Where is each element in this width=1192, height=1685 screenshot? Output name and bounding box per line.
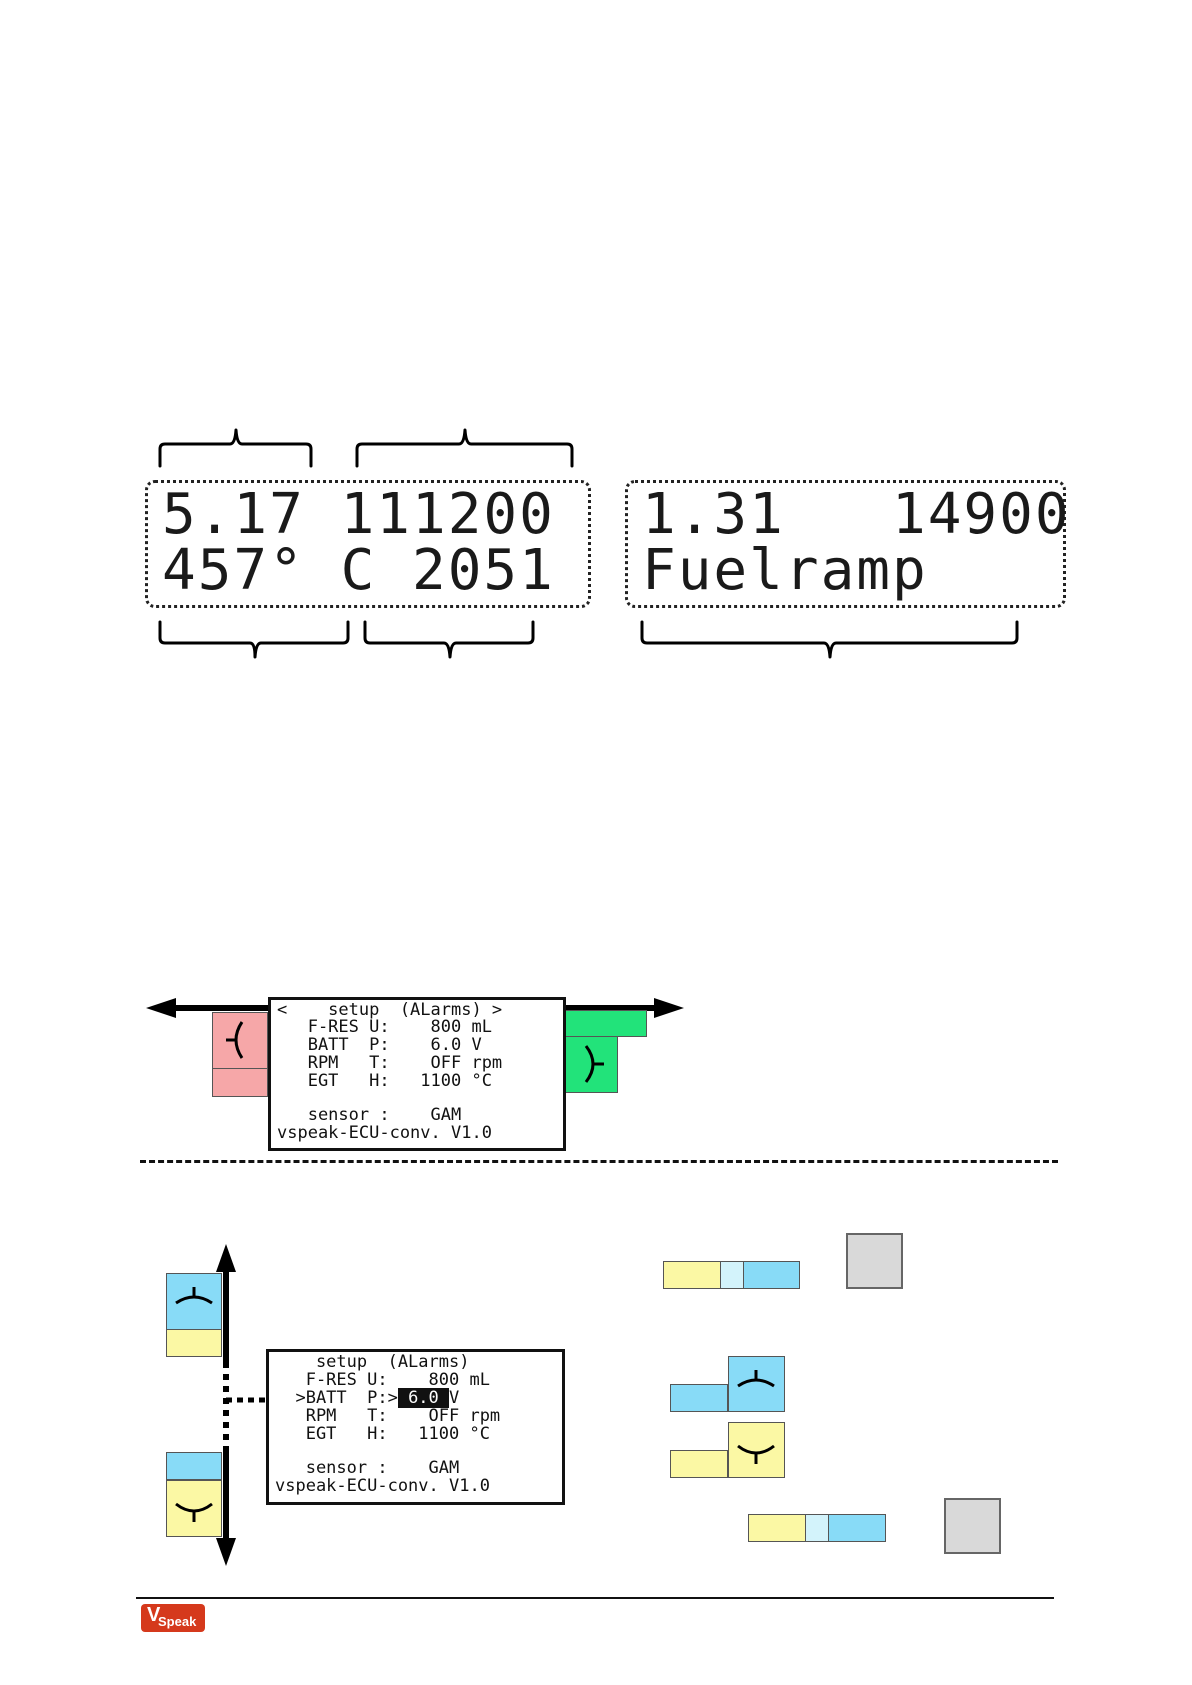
left-turn-knob-icon (226, 1021, 244, 1059)
screen1-line-7: sensor : GAM (277, 1105, 462, 1125)
legend1-yellow (663, 1261, 721, 1289)
horizontal-nav-arrows (146, 998, 684, 1018)
setup-screen-1: < setup (ALarms) > F-RES U: 800 mL BATT … (268, 997, 566, 1151)
right-arrow-icon (654, 998, 684, 1018)
screen2-line-7: sensor : GAM (275, 1458, 460, 1478)
lcd-left-row1: 5.17 111200 (162, 482, 555, 547)
screen2-line-8: vspeak-ECU-conv. V1.0 (275, 1476, 490, 1496)
down-arrow-icon (216, 1538, 236, 1566)
legend3-yellow-side (670, 1450, 728, 1478)
legend1-grey-square (846, 1233, 903, 1289)
green-block-bottom (562, 1036, 618, 1093)
legend1-blue (743, 1261, 800, 1289)
up-arrow-icon (216, 1244, 236, 1272)
bottom-bracket-1 (158, 620, 350, 659)
yellow-block-down (166, 1480, 222, 1537)
legend2-push-up-icon (737, 1370, 775, 1388)
screen1-line-5: EGT H: 1100 °C (277, 1071, 492, 1091)
legend4-lightblue (805, 1514, 829, 1542)
pink-block-bottom (212, 1068, 268, 1097)
legend1-lightblue (720, 1261, 744, 1289)
vertical-nav-arrows (216, 1244, 236, 1566)
dashed-separator (140, 1160, 1058, 1163)
screen2-line-4: RPM T: OFF rpm (275, 1406, 501, 1426)
bottom-bracket-3 (640, 620, 1019, 659)
legend4-yellow (748, 1514, 806, 1542)
legend3-yellow-knob (728, 1422, 785, 1478)
legend3-push-down-icon (737, 1444, 775, 1464)
push-up-knob-icon (175, 1287, 213, 1305)
lcd-right-row2: Fuelramp (642, 538, 928, 603)
screen2-line-2: F-RES U: 800 mL (275, 1370, 490, 1390)
brackets-diagram (158, 428, 1019, 659)
batt-unit: V (449, 1388, 460, 1408)
push-down-knob-icon (175, 1502, 213, 1522)
screen2-line-3: >BATT P:> 6.0 V (275, 1388, 460, 1408)
left-arrow-icon (146, 998, 176, 1018)
blue-block-down (166, 1452, 222, 1480)
lcd-display-left: 5.17 111200 457° C 2051 (145, 480, 591, 608)
screen1-line-1: < setup (ALarms) > (277, 1000, 503, 1020)
selected-value-highlight[interactable]: 6.0 (397, 1388, 450, 1408)
screen1-line-8: vspeak-ECU-conv. V1.0 (277, 1123, 492, 1143)
top-bracket-right (355, 428, 574, 468)
top-bracket-left (158, 428, 313, 468)
blue-block-up (166, 1273, 222, 1330)
footer-rule (136, 1597, 1054, 1599)
right-turn-knob-icon (584, 1045, 604, 1083)
screen1-line-4: RPM T: OFF rpm (277, 1053, 503, 1073)
bottom-bracket-2 (363, 620, 535, 659)
screen1-line-3: BATT P: 6.0 V (277, 1035, 482, 1055)
legend4-grey-square (944, 1498, 1001, 1554)
yellow-block-up (166, 1329, 222, 1357)
batt-label: >BATT P:> (275, 1388, 398, 1408)
lcd-left-row2: 457° C 2051 (162, 538, 555, 603)
screen2-line-1: setup (ALarms) (275, 1352, 470, 1372)
setup-screen-2: setup (ALarms) F-RES U: 800 mL >BATT P:>… (266, 1349, 565, 1505)
green-block-top (562, 1010, 647, 1037)
legend2-blue-knob (728, 1356, 785, 1412)
lcd-right-row1: 1.31 14900 (642, 482, 1071, 547)
vspeak-logo: V Speak (141, 1604, 205, 1632)
legend2-blue-side (670, 1384, 728, 1412)
screen1-line-2: F-RES U: 800 mL (277, 1017, 492, 1037)
screen2-line-5: EGT H: 1100 °C (275, 1424, 490, 1444)
lcd-display-right: 1.31 14900 Fuelramp (625, 480, 1069, 608)
legend4-blue (828, 1514, 886, 1542)
